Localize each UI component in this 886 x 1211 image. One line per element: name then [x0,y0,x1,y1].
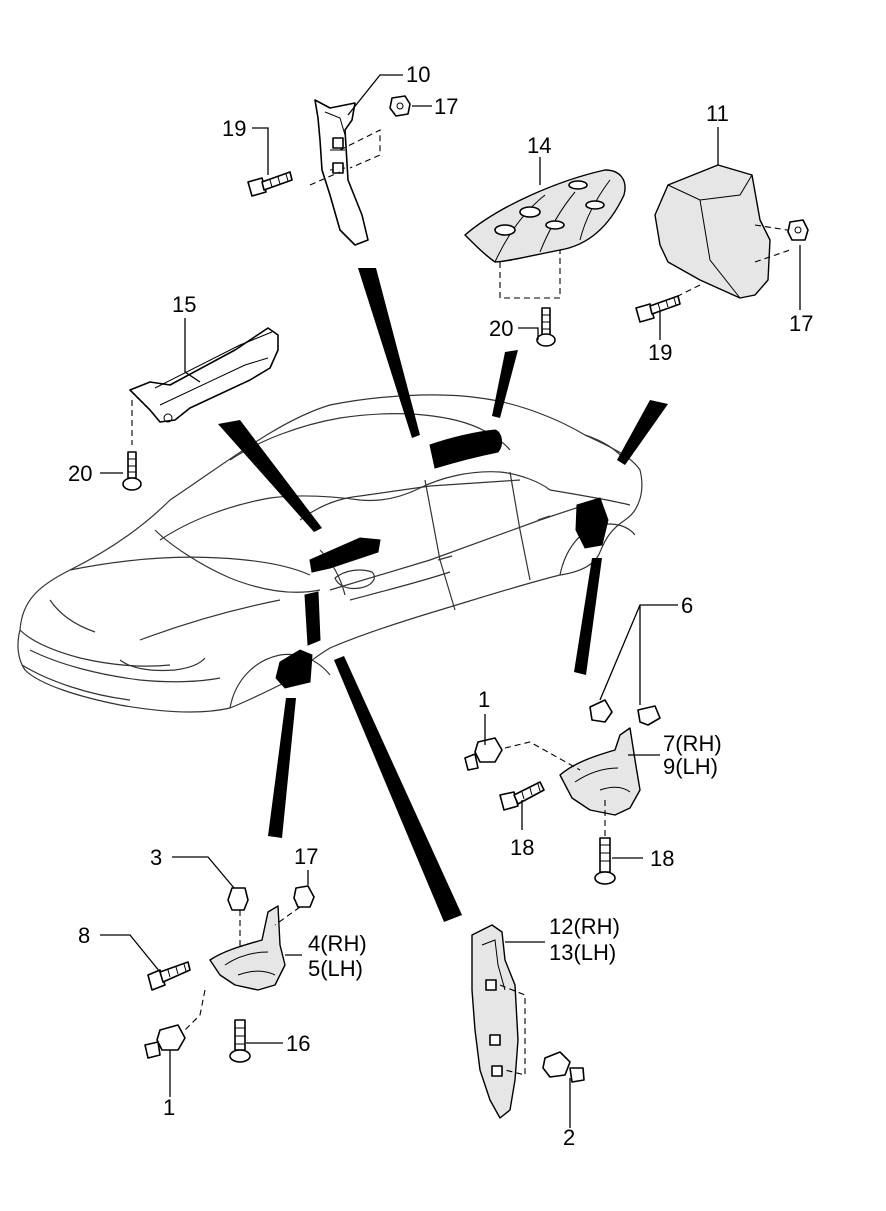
part-20-bolt-upper [536,307,556,347]
callout-15: 15 [172,292,196,317]
part-7-9-mud-guard [559,727,641,816]
callout-7-rh: 7(RH) [663,731,722,756]
part-3-clip [227,887,249,950]
callout-12-rh: 12(RH) [549,914,620,939]
callout-17-upper: 17 [434,94,458,119]
pointer-wedges [218,268,668,922]
callout-14: 14 [527,133,551,158]
part-16-screw [229,1019,251,1063]
part-19-bolt-right [635,295,681,323]
callout-8: 8 [78,923,90,948]
callout-labels: 10 17 19 14 11 17 19 20 15 20 6 1 7(RH) … [68,62,813,1150]
callout-10: 10 [406,62,430,87]
car-installed-trim [275,429,609,689]
part-6-clips [589,699,661,726]
callout-1-lower: 1 [163,1095,175,1120]
callout-19-right: 19 [648,340,672,365]
part-2-clip [542,1051,585,1083]
callout-5-lh: 5(LH) [308,956,363,981]
part-8-screw [147,961,191,991]
part-12-13-pillar-trim [471,924,526,1119]
part-4-5-mud-guard [184,905,286,1031]
callout-4-rh: 4(RH) [308,931,367,956]
part-10-pillar-trim [309,99,381,246]
callout-20-upper: 20 [489,316,513,341]
part-1-clip-right [464,737,581,771]
leader-lines [100,74,801,1128]
part-19-bolt [247,171,293,197]
part-18-screw-a [499,781,545,811]
callout-16: 16 [286,1031,310,1056]
callout-19-upper: 19 [222,116,246,141]
callout-1-right: 1 [478,687,490,712]
part-17-clip-lower [274,885,315,926]
callout-18-left: 18 [510,835,534,860]
part-15-pillar-trim [129,327,279,445]
part-18-screw-b [594,800,616,885]
part-1-clip-lower [144,1024,186,1059]
callout-11: 11 [706,101,729,126]
callout-17-right: 17 [789,311,813,336]
callout-17-lower: 17 [294,844,318,869]
car-body-outline [17,394,643,713]
part-17-clip-right [787,219,809,241]
callout-18-right: 18 [650,846,674,871]
callout-3: 3 [150,845,162,870]
callout-9-lh: 9(LH) [663,754,718,779]
part-20-bolt-left [122,451,142,491]
part-11-quarter-trim [654,164,801,301]
callout-6: 6 [681,593,693,618]
callout-13-lh: 13(LH) [549,940,616,965]
part-14-roof-trim [464,169,626,299]
callout-2: 2 [563,1125,575,1150]
part-17-clip [389,95,411,117]
callout-20-left: 20 [68,461,92,486]
